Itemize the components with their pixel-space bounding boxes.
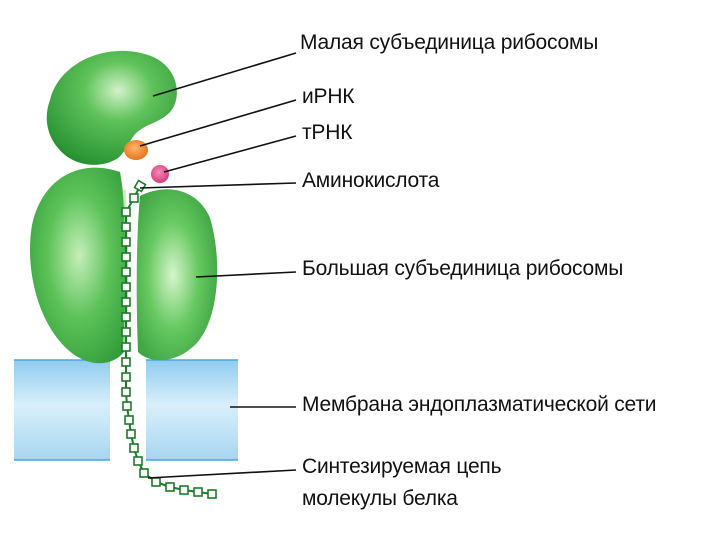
amino-acid-unit <box>133 179 147 193</box>
leader-lines <box>139 52 297 479</box>
chain-unit <box>121 297 131 307</box>
chain-unit <box>121 222 131 232</box>
chain-unit <box>139 468 149 478</box>
protein-chain <box>121 179 217 499</box>
label-small-subunit: Малая субъединица рибосомы <box>300 31 599 54</box>
chain-unit <box>193 487 203 497</box>
label-trna: тРНК <box>302 121 353 144</box>
chain-unit <box>121 312 131 322</box>
er-membrane <box>14 359 238 461</box>
membrane-right-block <box>146 360 238 460</box>
label-mrna: иРНК <box>302 85 355 108</box>
chain-unit <box>124 415 134 425</box>
chain-unit <box>122 401 132 411</box>
chain-unit <box>121 342 131 352</box>
chain-unit <box>121 282 131 292</box>
large-subunit-right-lobe <box>136 189 218 361</box>
chain-unit <box>121 387 131 397</box>
leader-trna <box>163 135 297 173</box>
label-er-membrane: Мембрана эндоплазматической сети <box>302 393 657 416</box>
leader-amino-acid <box>139 182 297 189</box>
leader-large-subunit <box>195 271 297 278</box>
chain-unit <box>121 207 131 217</box>
mrna-blob <box>124 140 148 160</box>
chain-unit <box>129 193 139 203</box>
leader-protein-chain <box>147 469 297 479</box>
chain-unit <box>129 443 139 453</box>
label-large-subunit: Большая субъединица рибосомы <box>302 257 624 280</box>
small-subunit <box>46 50 177 165</box>
chain-unit <box>126 429 136 439</box>
leader-mrna <box>139 99 297 147</box>
chain-unit <box>121 327 131 337</box>
chain-unit <box>207 489 217 499</box>
chain-unit <box>121 237 131 247</box>
chain-unit <box>121 372 131 382</box>
chain-unit <box>121 357 131 367</box>
chain-unit <box>179 485 189 495</box>
membrane-left-block <box>14 360 110 460</box>
chain-unit <box>121 252 131 262</box>
label-amino-acid: Аминокислота <box>302 169 440 192</box>
large-subunit-left-lobe <box>29 167 129 364</box>
chain-unit <box>121 267 131 277</box>
chain-unit <box>133 456 143 466</box>
label-protein-chain-line2: молекулы белка <box>302 487 458 510</box>
leader-small-subunit <box>152 52 297 97</box>
chain-unit <box>165 482 175 492</box>
trna-blob <box>151 165 169 183</box>
chain-unit <box>151 477 161 487</box>
label-protein-chain-line1: Синтезируемая цепь <box>302 455 502 478</box>
